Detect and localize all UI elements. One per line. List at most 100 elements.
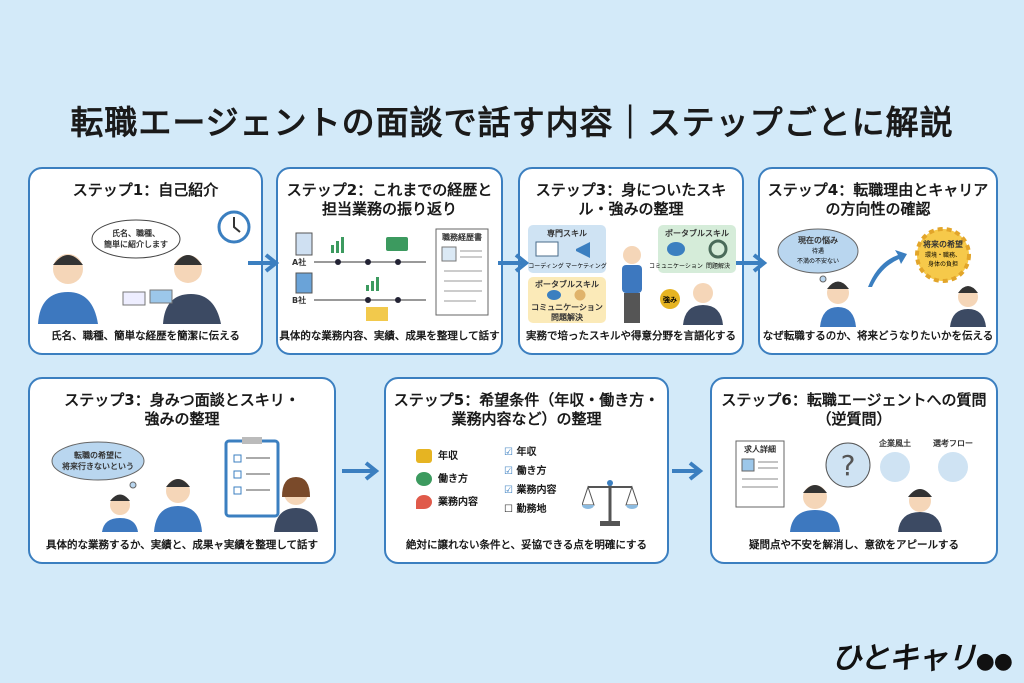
svg-text:身体の負担: 身体の負担 <box>928 260 958 268</box>
person-standing <box>622 246 642 323</box>
svg-text:待遇: 待遇 <box>812 247 824 255</box>
step-title: ステップ3：身についたスキル・強みの整理 <box>535 181 727 218</box>
svg-text:簡単に紹介します: 簡単に紹介します <box>104 239 168 249</box>
strength-badge: 強み <box>660 289 680 309</box>
step-title: ステップ6：転職エージェントへの質問（逆質問） <box>721 391 987 428</box>
arrow-right-icon <box>736 253 768 273</box>
candidate <box>790 485 840 532</box>
svg-text:環境・職務、: 環境・職務、 <box>925 251 961 259</box>
person-woman <box>274 477 318 532</box>
conditions-checklist: ☑ 年収 ☑ 働き方 ☑ 業務内容 ☐ 勤務地 <box>504 443 556 519</box>
introduction-illustration: 氏名、職種、簡単に紹介します <box>38 210 251 324</box>
checkbox-item: ☐ 勤務地 <box>504 504 547 515</box>
business-card-icon <box>122 289 173 306</box>
arrow-right-icon <box>342 461 380 481</box>
checkbox-checked-icon: ☑ <box>504 485 513 496</box>
svg-text:不満の不安ない: 不満の不安ない <box>797 257 839 265</box>
step-3b-card: ステップ3：身みつ面談とスキリ・強みの整理 転職の希望に将来行きないという 具体… <box>28 377 336 564</box>
step-caption: 具体的な業務するか、実績と、成果ャ実績を整理して話す <box>45 539 319 551</box>
arrow-right-icon <box>498 253 530 273</box>
step-caption: 絶対に譲れない条件と、妥協できる点を明確にする <box>406 539 647 551</box>
chart-icon <box>331 237 379 291</box>
person-man <box>154 479 202 532</box>
step-caption: 氏名、職種、簡単な経歴を簡潔に伝える <box>51 330 240 342</box>
company-a: A社 <box>292 257 306 267</box>
arrow-right-icon <box>248 253 280 273</box>
svg-text:ポータブルスキル: ポータブルスキル <box>665 228 729 238</box>
checkbox-checked-icon: ☑ <box>504 447 513 458</box>
checkbox-empty-icon: ☐ <box>504 504 513 515</box>
step-title: ステップ2：これまでの経歴と担当業務の振り返り <box>286 181 493 218</box>
svg-text:コーディング: コーディング <box>528 262 564 270</box>
scale-icon <box>582 480 638 526</box>
conditions-left: 年収 働き方 業務内容 <box>416 445 478 514</box>
step-title: ステップ1：自己紹介 <box>72 181 219 199</box>
svg-text:氏名、職種、: 氏名、職種、 <box>112 228 160 238</box>
person-left <box>38 254 98 324</box>
svg-text:ポータブルスキル: ポータブルスキル <box>535 279 599 289</box>
person-right <box>163 255 221 324</box>
team-icon <box>880 452 910 482</box>
svg-text:コミュニケーション: コミュニケーション <box>649 263 703 270</box>
question-bubble-icon: ? <box>825 442 871 488</box>
svg-text:強み: 強み <box>663 295 677 304</box>
step-4-card: ステップ4：転職理由とキャリアの方向性の確認 現在の悩み待遇不満の不安ない 将来… <box>758 167 998 355</box>
advisor <box>683 283 723 325</box>
step-caption: なぜ転職するのか、将来どうなりたいかを伝える <box>762 330 994 342</box>
step-title: ステップ4：転職理由とキャリアの方向性の確認 <box>767 181 989 218</box>
megaphone-icon <box>576 242 590 258</box>
svg-text:将来行きないという: 将来行きないという <box>62 461 134 471</box>
step-caption: 具体的な業務内容、実績、成果を整理して話す <box>279 330 500 342</box>
step-title: ステップ5：希望条件（年収・働き方・業務内容など）の整理 <box>393 391 660 428</box>
advisor <box>950 286 986 327</box>
checkbox-item: ☑ 業務内容 <box>504 485 557 496</box>
svg-text:現在の悩み: 現在の悩み <box>798 235 838 245</box>
page-title: 転職エージェントの面談で話す内容｜ステップごとに解説 <box>70 103 954 142</box>
checklist-icon <box>938 452 968 482</box>
brand-logo: ひとキャリ●● <box>831 641 1013 676</box>
step-caption: 疑問点や不安を解消し、意欲をアピールする <box>749 539 959 551</box>
svg-text:求人詳細: 求人詳細 <box>744 444 776 454</box>
advisor <box>898 489 942 532</box>
skills-illustration: 専門スキル コーディング マーケティング ポータブルスキル コミュニケーション … <box>528 225 736 325</box>
step-5-card: ステップ5：希望条件（年収・働き方・業務内容など）の整理 年収 働き方 業務内容… <box>384 377 669 564</box>
skill-item: 問題解決 <box>551 312 584 322</box>
folder-icon <box>366 307 388 321</box>
step-title: ステップ3：身みつ面談とスキリ・強みの整理 <box>64 391 300 428</box>
svg-text:将来の希望: 将来の希望 <box>923 239 963 249</box>
svg-text:問題解決: 問題解決 <box>706 262 730 270</box>
head-icon <box>574 289 586 301</box>
svg-text:専門スキル: 専門スキル <box>547 228 587 238</box>
skill-item: コミュニケーション <box>531 303 603 312</box>
job-details-document: 求人詳細 <box>735 440 785 508</box>
clipboard-icon <box>224 437 280 518</box>
chat-icon <box>547 290 561 300</box>
career-timeline-illustration: A社 B社 職務経歴書 <box>292 228 489 321</box>
people-icon: ●● <box>975 649 1013 674</box>
arrow-up-icon <box>868 250 907 287</box>
step-6-card: ステップ6：転職エージェントへの質問（逆質問） 求人詳細 ? 企業風土 選考フロ… <box>710 377 998 564</box>
svg-text:マーケティング: マーケティング <box>565 262 607 270</box>
selection-flow-label: 選考フロー <box>933 438 973 448</box>
laptop-icon <box>535 241 559 257</box>
briefcase-icon <box>386 237 408 251</box>
svg-text:職務経歴書: 職務経歴書 <box>442 232 482 242</box>
checkbox-item: ☑ 働き方 <box>504 466 547 477</box>
map-pin-icon <box>416 495 432 509</box>
step-2-card: ステップ2：これまでの経歴と担当業務の振り返り A社 B社 職務経歴書 具体的な… <box>276 167 503 355</box>
checkbox-item: ☑ 年収 <box>504 447 537 458</box>
chat-icon <box>667 242 685 256</box>
reverse-question-illustration: 求人詳細 ? 企業風土 選考フロー <box>735 438 973 532</box>
svg-text:?: ? <box>841 449 856 482</box>
gear-icon <box>708 239 728 259</box>
globe-hand-icon <box>416 472 432 486</box>
speech-bubble: 氏名、職種、簡単に紹介します <box>91 219 181 259</box>
svg-text:転職の希望に: 転職の希望に <box>74 450 122 460</box>
company-b: B社 <box>292 295 306 305</box>
thinking-person <box>820 281 856 327</box>
clock-icon <box>217 210 251 244</box>
